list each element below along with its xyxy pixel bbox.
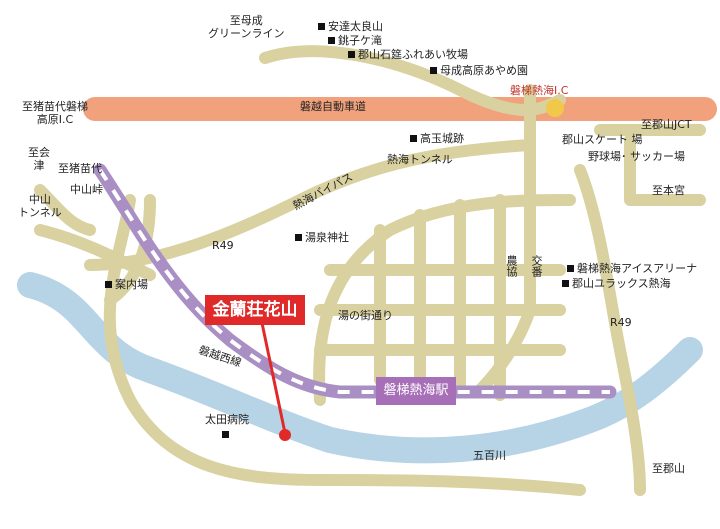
poi-marker-icon xyxy=(295,234,302,241)
label-tsuno: 至郡山JCT xyxy=(641,118,692,131)
highway-label: 磐越自動車道 xyxy=(300,100,366,113)
poi-ishimushiro: 郡山石筵ふれあい牧場 xyxy=(348,48,468,61)
label-nakayamatunnel: 中山 トンネル xyxy=(18,193,62,219)
label-gohyakugawa: 五百川 xyxy=(473,449,506,462)
poi-marker-icon xyxy=(105,281,112,288)
label-atamitunnel: 熱海トンネル xyxy=(387,153,453,166)
railway xyxy=(93,163,617,399)
poi-yusen: 湯泉神社 xyxy=(295,231,349,244)
poi-marker-icon xyxy=(567,265,574,272)
label-aizu: 至会 津 xyxy=(28,146,50,172)
label-koriyama: 至郡山 xyxy=(652,462,685,475)
roads xyxy=(34,45,706,496)
destination-marker xyxy=(279,429,291,441)
ic-marker xyxy=(546,99,564,117)
poi-yakyujo: 野球場･ サッカー場 xyxy=(588,150,685,163)
poi-marker-icon xyxy=(430,67,437,74)
label-inawashiro: 至猪苗代磐梯 高原I.C xyxy=(22,100,88,126)
destination-pointer xyxy=(260,322,287,434)
poi-choshigataki: 銚子ケ滝 xyxy=(328,34,382,47)
poi-annaijo: 案内場 xyxy=(105,278,148,291)
poi-ota: 太田病院 xyxy=(205,413,249,426)
label-boseiline: 至母成 グリーンライン xyxy=(208,14,285,40)
label-r49-right: R49 xyxy=(610,316,632,329)
label-nakayamatoge: 中山峠 xyxy=(70,183,103,196)
poi-bonari: 母成高原あやめ園 xyxy=(430,64,528,77)
label-r49-left: R49 xyxy=(212,239,234,252)
station-label: 磐梯熱海駅 xyxy=(376,377,456,405)
label-nokyo: 農協 xyxy=(505,255,518,277)
poi-marker-icon xyxy=(562,280,569,287)
label-koban: 交番 xyxy=(530,255,543,277)
poi-marker-icon xyxy=(348,51,355,58)
label-motomiya: 至本宮 xyxy=(652,184,685,197)
ic-label: 磐梯熱海I.C xyxy=(510,84,569,97)
poi-adatara: 安達太良山 xyxy=(318,20,383,33)
poi-iceArena: 磐梯熱海アイスアリーナ xyxy=(567,262,697,275)
poi-skate: 郡山スケート 場 xyxy=(562,133,643,146)
poi-takatama: 高玉城跡 xyxy=(410,132,464,145)
label-yunomachi: 湯の街通り xyxy=(338,309,393,322)
label-inawashiro2: 至猪苗代 xyxy=(58,162,102,175)
poi-marker-icon xyxy=(410,135,417,142)
poi-ulux: 郡山ユラックス熱海 xyxy=(562,277,671,290)
poi-marker-icon xyxy=(328,37,335,44)
poi-marker-icon xyxy=(318,23,325,30)
poi-marker-icon xyxy=(222,431,229,438)
destination-callout: 金蘭荘花山 xyxy=(205,295,305,325)
